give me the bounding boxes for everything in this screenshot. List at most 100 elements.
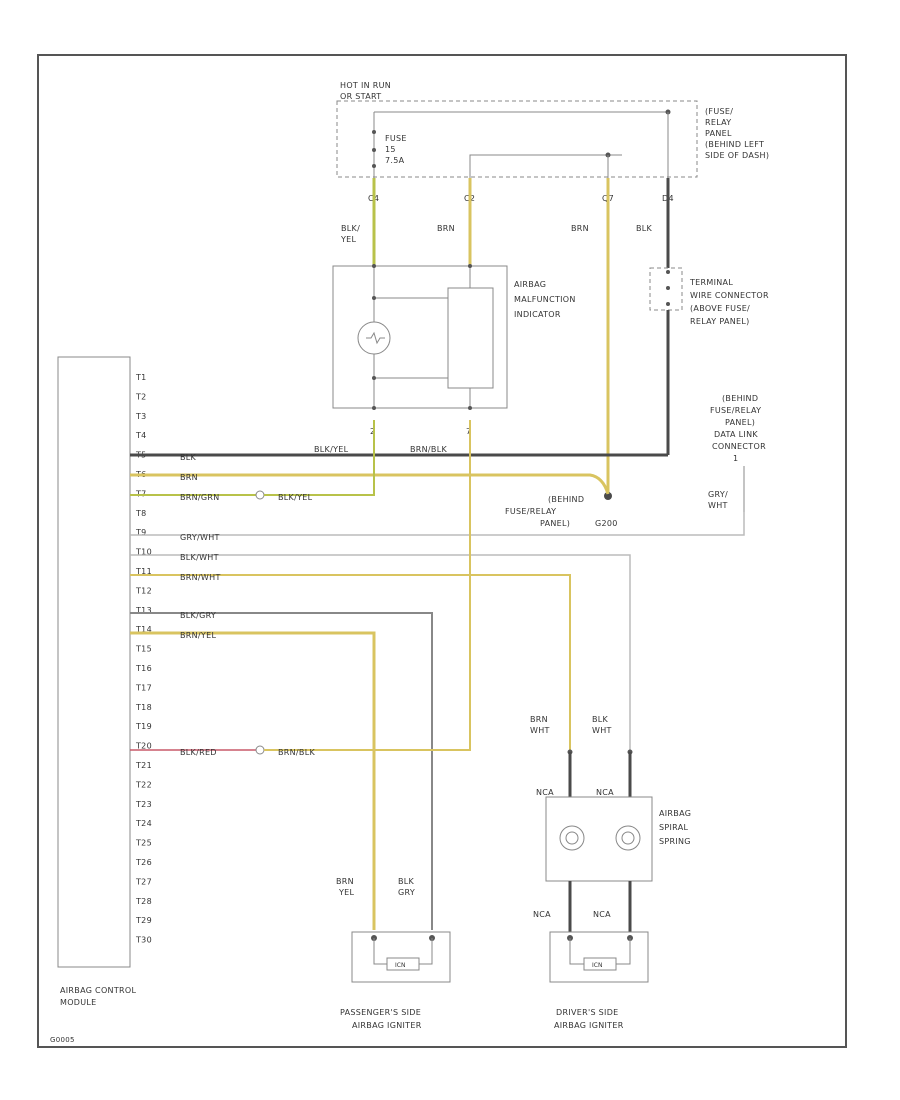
- svg-text:(BEHIND: (BEHIND: [548, 495, 584, 504]
- svg-text:BLK: BLK: [592, 715, 609, 724]
- module-pin-t4: T4: [135, 431, 147, 440]
- passenger-igniter-box: [351, 931, 451, 983]
- svg-text:PANEL): PANEL): [540, 519, 570, 528]
- svg-text:BRN: BRN: [437, 224, 455, 233]
- svg-text:(ABOVE FUSE/: (ABOVE FUSE/: [690, 304, 750, 313]
- nca-top-left: NCA: [536, 788, 554, 797]
- module-pin-t26: T26: [135, 858, 152, 867]
- svg-text:RELAY: RELAY: [705, 118, 732, 127]
- indicator-pin-right: 7: [466, 427, 471, 436]
- module-pin-t29: T29: [135, 916, 152, 925]
- module-pin-t2: T2: [135, 392, 147, 401]
- svg-text:AIRBAG: AIRBAG: [514, 280, 546, 289]
- svg-text:SPRING: SPRING: [659, 837, 691, 846]
- airbag-control-module: [57, 356, 131, 968]
- wire-t10-blk-wht: [130, 554, 631, 752]
- svg-text:BRN: BRN: [530, 715, 548, 724]
- svg-text:(BEHIND: (BEHIND: [722, 394, 758, 403]
- t20-inline-connector: [255, 745, 265, 755]
- diagram-frame: [37, 54, 847, 1048]
- fuse-relay-panel-box: [336, 100, 698, 178]
- module-pin-t30: T30: [135, 936, 152, 945]
- gry-wht-label: GRY/: [708, 490, 728, 499]
- svg-text:AIRBAG: AIRBAG: [659, 809, 691, 818]
- nca-bot-right: NCA: [593, 910, 611, 919]
- driver-label-line1: DRIVER'S SIDE: [556, 1008, 619, 1017]
- passenger-igniter-inner-label: ICN: [395, 962, 405, 969]
- svg-text:FUSE: FUSE: [385, 134, 407, 143]
- svg-text:PANEL: PANEL: [705, 129, 732, 138]
- svg-text:SIDE OF DASH): SIDE OF DASH): [705, 151, 769, 160]
- indicator-box: [332, 265, 508, 409]
- top-wire-labels: BLK/ YEL BRN BRN BLK: [340, 224, 652, 244]
- brn-blk-indicator-label: BRN/BLK: [410, 445, 447, 454]
- t7-wire-label: BRN/GRN: [180, 493, 220, 502]
- terminal-label: TERMINAL WIRE CONNECTOR (ABOVE FUSE/ REL…: [689, 278, 769, 326]
- svg-text:BLK: BLK: [398, 877, 415, 886]
- t20b-wire-label: BRN/BLK: [278, 748, 315, 757]
- module-pin-t3: T3: [135, 412, 147, 421]
- module-pin-t24: T24: [135, 819, 152, 828]
- t6-wire-label: BRN: [180, 473, 198, 482]
- hot-label-line1: HOT IN RUN: [340, 81, 391, 90]
- module-label-line2: MODULE: [60, 998, 97, 1007]
- t7b-wire-label: BLK/YEL: [278, 493, 313, 502]
- module-pin-t1: T1: [135, 373, 147, 382]
- fuse-panel-label: (FUSE/ RELAY PANEL (BEHIND LEFT SIDE OF …: [705, 107, 769, 160]
- svg-text:FUSE/RELAY: FUSE/RELAY: [505, 507, 556, 516]
- lamp-filament: [366, 331, 385, 345]
- module-pin-t22: T22: [135, 780, 152, 789]
- t5-wire-label: BLK: [180, 453, 197, 462]
- module-label-line1: AIRBAG CONTROL: [60, 986, 136, 995]
- t11-wire-label: BRN/WHT: [180, 573, 221, 582]
- indicator-module-block: [447, 287, 494, 389]
- terminal-connector-dots: [666, 270, 670, 306]
- terminal-connector-box: [649, 267, 683, 311]
- svg-text:BRN: BRN: [571, 224, 589, 233]
- driver-wire-labels: BRN WHT BLK WHT: [530, 715, 611, 735]
- svg-text:WHT: WHT: [530, 726, 550, 735]
- svg-text:FUSE/RELAY: FUSE/RELAY: [710, 406, 761, 415]
- blk-yel-indicator-label: BLK/YEL: [314, 445, 349, 454]
- module-pin-t18: T18: [135, 703, 152, 712]
- svg-text:MALFUNCTION: MALFUNCTION: [514, 295, 576, 304]
- svg-text:1: 1: [733, 454, 738, 463]
- passenger-wire-labels: BRN YEL BLK GRY: [336, 877, 415, 897]
- module-pin-t27: T27: [135, 877, 152, 886]
- nca-top-right: NCA: [596, 788, 614, 797]
- module-pin-t21: T21: [135, 761, 152, 770]
- svg-text:G200: G200: [595, 519, 618, 528]
- passenger-label-line2: AIRBAG IGNITER: [352, 1021, 422, 1030]
- svg-text:DATA LINK: DATA LINK: [714, 430, 758, 439]
- module-pin-t13: T13: [135, 606, 152, 615]
- t10-wire-label: BLK/WHT: [180, 553, 219, 562]
- fuse-label: FUSE 15 7.5A: [385, 134, 407, 165]
- t9-wire-label: GRY/WHT: [180, 533, 220, 542]
- svg-text:TERMINAL: TERMINAL: [689, 278, 733, 287]
- wire-t7-blk-yel: [264, 420, 375, 496]
- wire-t11-brn-wht: [130, 574, 571, 752]
- fuse-symbol: [372, 130, 376, 168]
- svg-text:7.5A: 7.5A: [385, 156, 405, 165]
- clockspring-box: [545, 796, 653, 882]
- passenger-label-line1: PASSENGER'S SIDE: [340, 1008, 421, 1017]
- indicator-label: AIRBAG MALFUNCTION INDICATOR: [514, 280, 576, 319]
- t13-wire-label: BLK/GRY: [180, 611, 216, 620]
- svg-text:INDICATOR: INDICATOR: [514, 310, 561, 319]
- driver-igniter-box: [549, 931, 649, 983]
- passenger-igniter-element: [371, 935, 435, 971]
- nca-bot-left: NCA: [533, 910, 551, 919]
- hot-label-line2: OR START: [340, 92, 381, 101]
- svg-text:BLK/: BLK/: [341, 224, 360, 233]
- module-pin-t11: T11: [135, 567, 152, 576]
- driver-igniter-element: [567, 935, 633, 971]
- indicator-junctions: [372, 264, 472, 410]
- svg-text:(FUSE/: (FUSE/: [705, 107, 733, 116]
- wire-t13-blk-gry: [130, 612, 433, 930]
- module-pin-t16: T16: [135, 664, 152, 673]
- svg-text:15: 15: [385, 145, 396, 154]
- connector-pins: C4 C2 Q7 D4: [368, 194, 674, 203]
- lamp-icon: [357, 321, 391, 355]
- clockspring-label: AIRBAG SPIRAL SPRING: [659, 809, 691, 846]
